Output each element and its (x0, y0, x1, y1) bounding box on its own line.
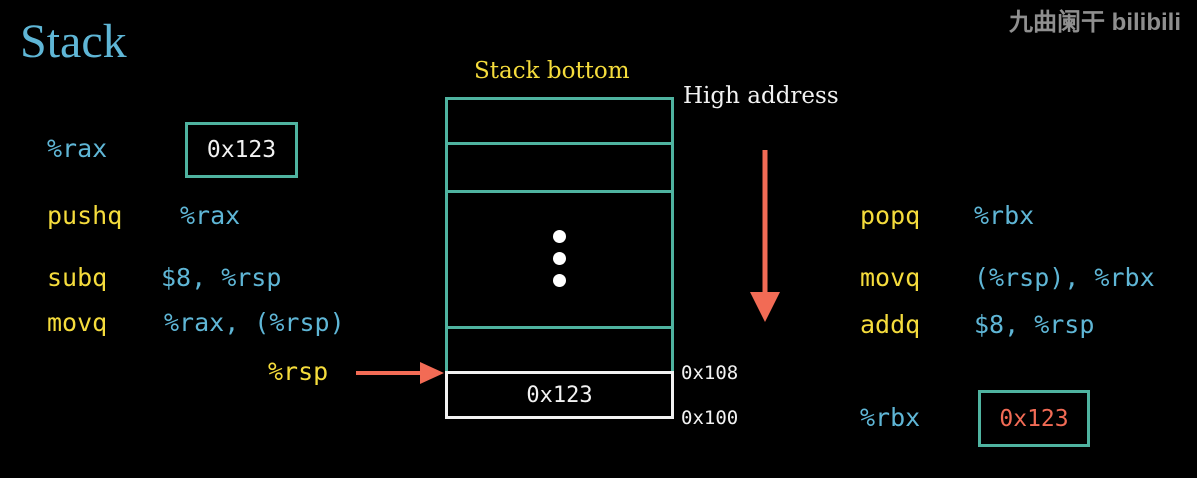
subq-instruction: subq (47, 263, 108, 292)
subq-operand: $8, %rsp (161, 263, 282, 292)
ellipsis-dot (553, 252, 566, 265)
stack-bottom-label: Stack bottom (474, 58, 630, 84)
popq-instruction: popq (860, 201, 921, 230)
rsp-pointer-label: %rsp (268, 357, 329, 386)
pushq-instruction: pushq (47, 201, 123, 230)
rbx-value: 0x123 (999, 405, 1069, 432)
watermark-logo: 九曲阑干 bilibili (1009, 9, 1181, 36)
ellipsis-dot (553, 274, 566, 287)
stack-slot-divider (445, 142, 674, 145)
rax-value: 0x123 (206, 137, 277, 163)
movq-operand: %rax, (%rsp) (164, 308, 345, 337)
movq-instruction-right: movq (860, 263, 921, 292)
rbx-register-label: %rbx (860, 403, 921, 432)
rbx-value-box: 0x123 (978, 390, 1090, 447)
rax-register-label: %rax (47, 134, 108, 163)
stack-top-slot: 0x123 (445, 371, 674, 419)
movq-operand-right: (%rsp), %rbx (974, 263, 1155, 292)
stack-slot-ellipsis (445, 190, 674, 329)
address-upper-label: 0x108 (681, 362, 739, 384)
growth-direction-arrow-icon (750, 150, 780, 322)
ellipsis-dot (553, 230, 566, 243)
addq-operand: $8, %rsp (974, 310, 1095, 339)
addq-instruction: addq (860, 310, 921, 339)
high-address-label: High address (683, 83, 839, 109)
address-lower-label: 0x100 (681, 407, 739, 429)
rsp-arrow-icon (356, 362, 444, 384)
rax-value-box: 0x123 (185, 122, 298, 178)
stack-slot-empty (445, 326, 674, 374)
movq-instruction: movq (47, 308, 108, 337)
stack-top-value: 0x123 (526, 382, 593, 408)
stack-slot-top (445, 97, 674, 193)
popq-operand: %rbx (974, 201, 1035, 230)
slide-title: Stack (20, 15, 127, 68)
pushq-operand: %rax (180, 201, 241, 230)
